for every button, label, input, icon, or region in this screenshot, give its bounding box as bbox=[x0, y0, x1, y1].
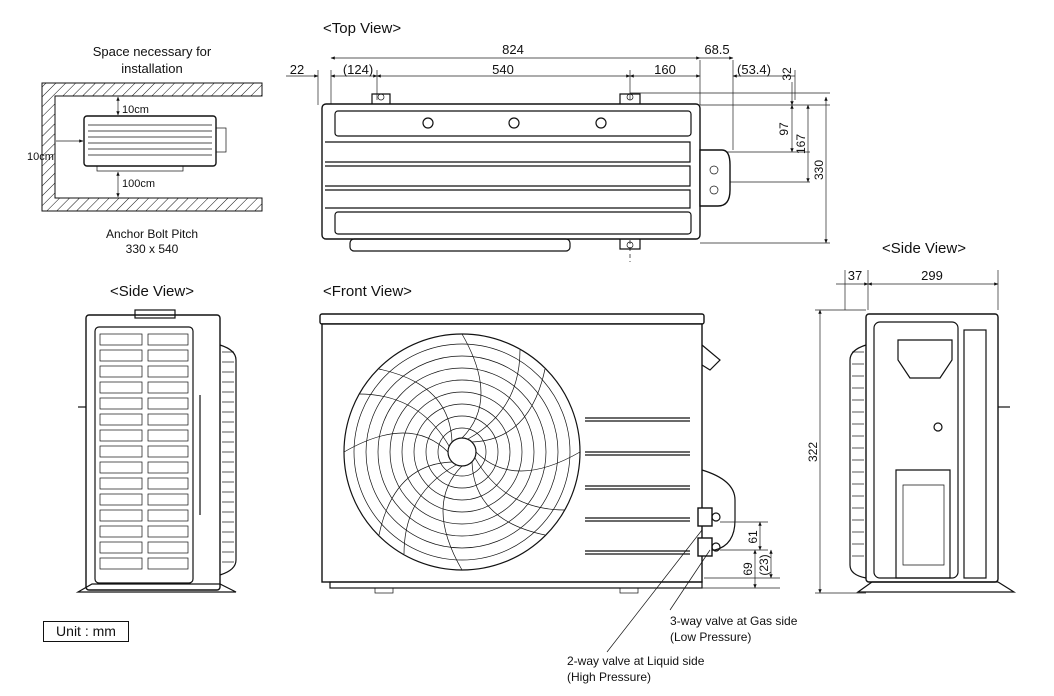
front-view-title: <Front View> bbox=[323, 283, 412, 300]
valve-callouts: 3-way valve at Gas side (Low Pressure) 2… bbox=[567, 614, 798, 684]
clearance-front: 100cm bbox=[122, 178, 155, 190]
dim-bolt-to-valve: 160 bbox=[654, 62, 676, 77]
anchor-bolt-label: Anchor Bolt Pitch bbox=[106, 227, 198, 241]
front-grille-slots bbox=[585, 417, 690, 555]
front-view-housing bbox=[321, 323, 703, 583]
dim-depth: 330 bbox=[812, 160, 826, 180]
right-side-housing bbox=[865, 313, 999, 583]
clearance-left: 10cm bbox=[27, 151, 54, 163]
top-view: <Top View> 824 68.5 22 (124) 540 160 (53… bbox=[286, 20, 830, 262]
liquid-valve-label-2: (High Pressure) bbox=[567, 670, 651, 684]
dim-base-offset: (23) bbox=[757, 554, 771, 575]
installation-unit bbox=[83, 115, 217, 167]
top-view-housing bbox=[321, 103, 701, 240]
wall-hatch bbox=[41, 82, 263, 212]
dim-right-ext: 68.5 bbox=[704, 42, 729, 57]
dim-valve-ext: (53.4) bbox=[737, 62, 771, 77]
anchor-bolt-value: 330 x 540 bbox=[126, 242, 179, 256]
installation-title-2: installation bbox=[121, 61, 182, 76]
dim-bolt-pitch: 540 bbox=[492, 62, 514, 77]
clearance-top: 10cm bbox=[122, 104, 149, 116]
dim-left-to-bolt: (124) bbox=[343, 62, 373, 77]
dim-valve-height: 167 bbox=[794, 134, 808, 154]
liquid-valve-label-1: 2-way valve at Liquid side bbox=[567, 654, 705, 668]
dim-valve-from-top: 97 bbox=[777, 122, 791, 136]
left-side-view: <Side View> bbox=[75, 283, 237, 593]
right-side-view: <Side View> 37 299 322 bbox=[806, 240, 1017, 594]
dim-height: 322 bbox=[806, 442, 820, 462]
dim-overall-width: 824 bbox=[502, 42, 524, 57]
left-side-view-title: <Side View> bbox=[110, 283, 194, 300]
dim-side-depth: 299 bbox=[921, 268, 943, 283]
installation-space-diagram: Space necessary for installation 10cm 10… bbox=[27, 44, 263, 256]
right-side-view-title: <Side View> bbox=[882, 240, 966, 257]
gas-valve-label-2: (Low Pressure) bbox=[670, 630, 751, 644]
service-valves bbox=[697, 507, 780, 589]
top-view-title: <Top View> bbox=[323, 20, 401, 37]
dim-top-offset: 32 bbox=[780, 67, 794, 81]
front-view: <Front View> bbox=[319, 283, 780, 653]
left-side-louvers bbox=[99, 333, 189, 570]
installation-title-1: Space necessary for bbox=[93, 44, 212, 59]
unit-label: Unit : mm bbox=[43, 621, 129, 642]
dim-valve-gap: 61 bbox=[746, 530, 760, 544]
dim-valve-bottom: 69 bbox=[741, 562, 755, 576]
dim-fan-protrusion: 37 bbox=[848, 268, 862, 283]
gas-valve-label-1: 3-way valve at Gas side bbox=[670, 614, 798, 628]
dim-left-offset: 22 bbox=[290, 62, 304, 77]
